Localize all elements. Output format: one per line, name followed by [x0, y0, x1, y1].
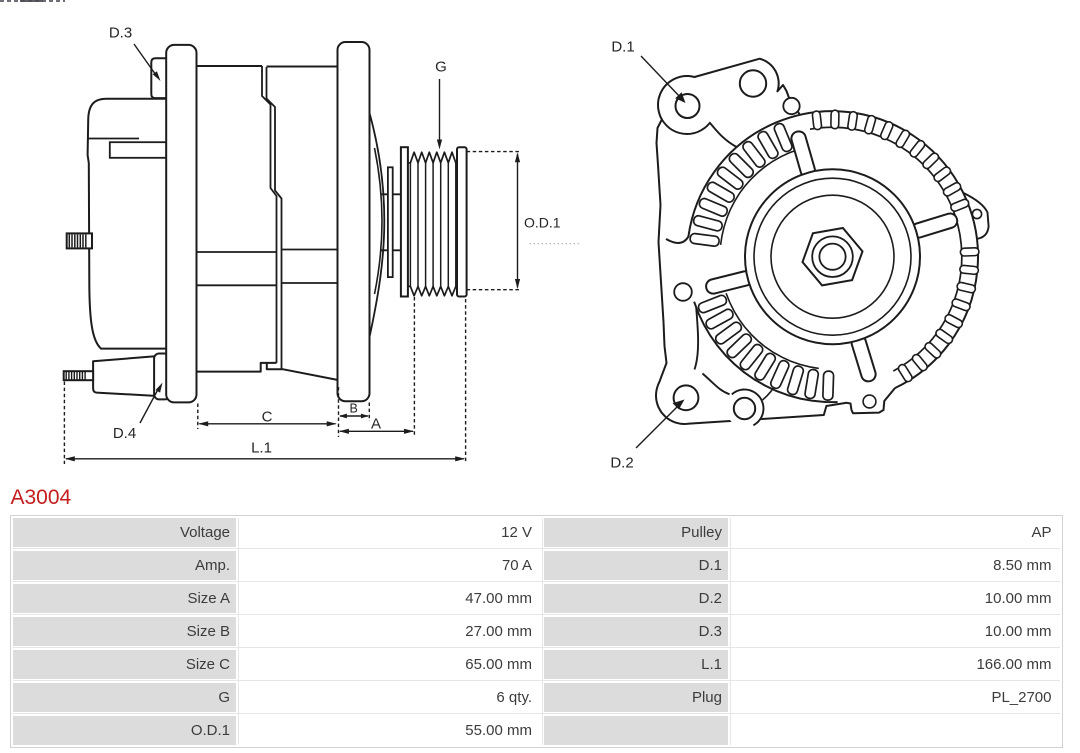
svg-text:O.D.1: O.D.1	[524, 215, 561, 231]
svg-text:D.1: D.1	[611, 39, 634, 56]
svg-text:L.1: L.1	[251, 440, 272, 457]
svg-text:B: B	[350, 402, 358, 416]
svg-text:D.3: D.3	[109, 25, 132, 42]
svg-text:C: C	[262, 409, 273, 426]
svg-text:A: A	[371, 416, 381, 433]
svg-text:D.2: D.2	[610, 455, 633, 472]
svg-text:D.4: D.4	[113, 425, 136, 442]
svg-text:G: G	[435, 59, 447, 76]
